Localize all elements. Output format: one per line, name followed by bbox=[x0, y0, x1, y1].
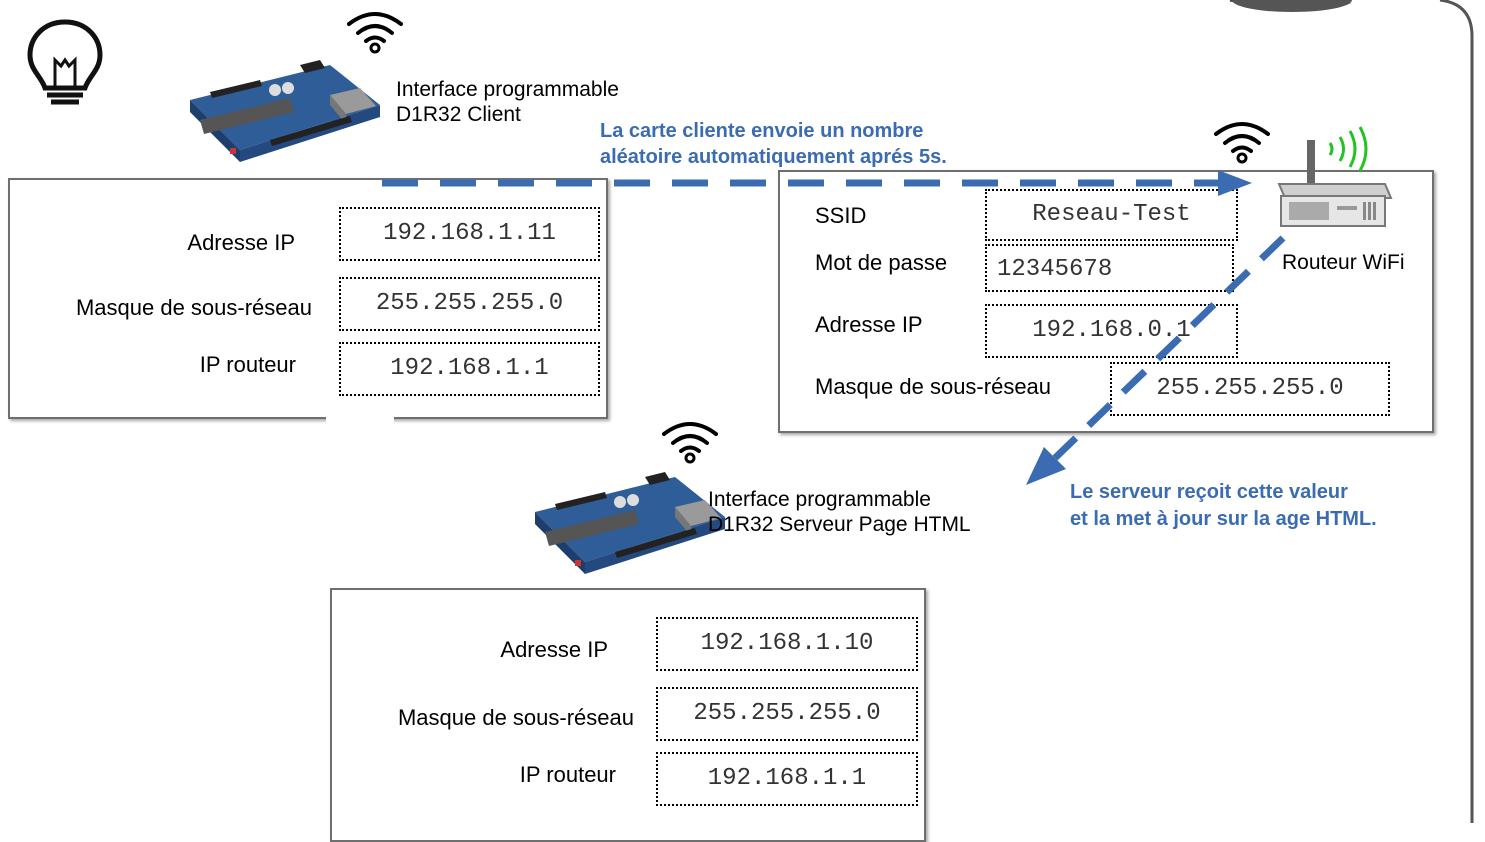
router-icon bbox=[1277, 140, 1393, 227]
server-ip-label: Adresse IP bbox=[500, 637, 608, 662]
client-gateway-label: IP routeur bbox=[199, 352, 296, 377]
router-password-value: 12345678 bbox=[985, 244, 1234, 292]
router-ip-label: Adresse IP bbox=[815, 312, 923, 337]
client-caption-line1: Interface programmable bbox=[396, 78, 619, 101]
lightbulb-icon bbox=[27, 19, 103, 105]
router-mask-label: Masque de sous-réseau bbox=[815, 374, 1052, 399]
arrows-layer bbox=[382, 170, 1286, 485]
router-ip-value: 192.168.0.1 bbox=[985, 304, 1238, 358]
router-wifi-icon bbox=[1214, 122, 1270, 164]
server-gateway-label: IP routeur bbox=[519, 762, 616, 787]
server-gateway-value: 192.168.1.1 bbox=[656, 752, 918, 806]
server-caption-line2: D1R32 Serveur Page HTML bbox=[708, 513, 971, 536]
client-caption-line2: D1R32 Client bbox=[396, 103, 521, 126]
router-to-server-arrow-line bbox=[1052, 235, 1286, 461]
server-board-icon bbox=[535, 472, 725, 574]
server-note-line1: Le serveur reçoit cette valeur bbox=[1070, 481, 1348, 503]
client-gateway-value: 192.168.1.1 bbox=[339, 342, 600, 396]
server-mask-label: Masque de sous-réseau bbox=[397, 705, 634, 730]
client-ip-label: Adresse IP bbox=[187, 230, 295, 255]
router-mask-value: 255.255.255.0 bbox=[1110, 362, 1390, 416]
client-wifi-icon bbox=[347, 12, 403, 54]
client-board-icon bbox=[190, 60, 380, 162]
client-to-router-arrowhead bbox=[1218, 170, 1252, 196]
server-mask-value: 255.255.255.0 bbox=[656, 687, 918, 741]
router-to-server-arrowhead bbox=[1026, 447, 1066, 485]
outer-frame bbox=[1229, 0, 1474, 823]
router-ssid-label: SSID bbox=[815, 203, 867, 228]
client-mask-label: Masque de sous-réseau bbox=[75, 295, 312, 320]
client-note-line1: La carte cliente envoie un nombre bbox=[600, 120, 924, 142]
client-note-line2: aléatoire automatiquement aprés 5s. bbox=[600, 146, 947, 168]
signal-icon bbox=[1328, 126, 1368, 172]
server-wifi-icon bbox=[662, 422, 718, 464]
router-password-label: Mot de passe bbox=[815, 250, 948, 275]
client-ip-value: 192.168.1.11 bbox=[339, 207, 600, 261]
client-mask-value: 255.255.255.0 bbox=[339, 277, 600, 331]
router-caption: Routeur WiFi bbox=[1282, 251, 1405, 274]
server-ip-value: 192.168.1.10 bbox=[656, 617, 918, 671]
server-caption-line1: Interface programmable bbox=[708, 488, 931, 511]
server-note-line2: et la met à jour sur la age HTML. bbox=[1070, 508, 1377, 530]
router-ssid-value: Reseau-Test bbox=[985, 189, 1238, 241]
panel-gap bbox=[326, 405, 394, 425]
